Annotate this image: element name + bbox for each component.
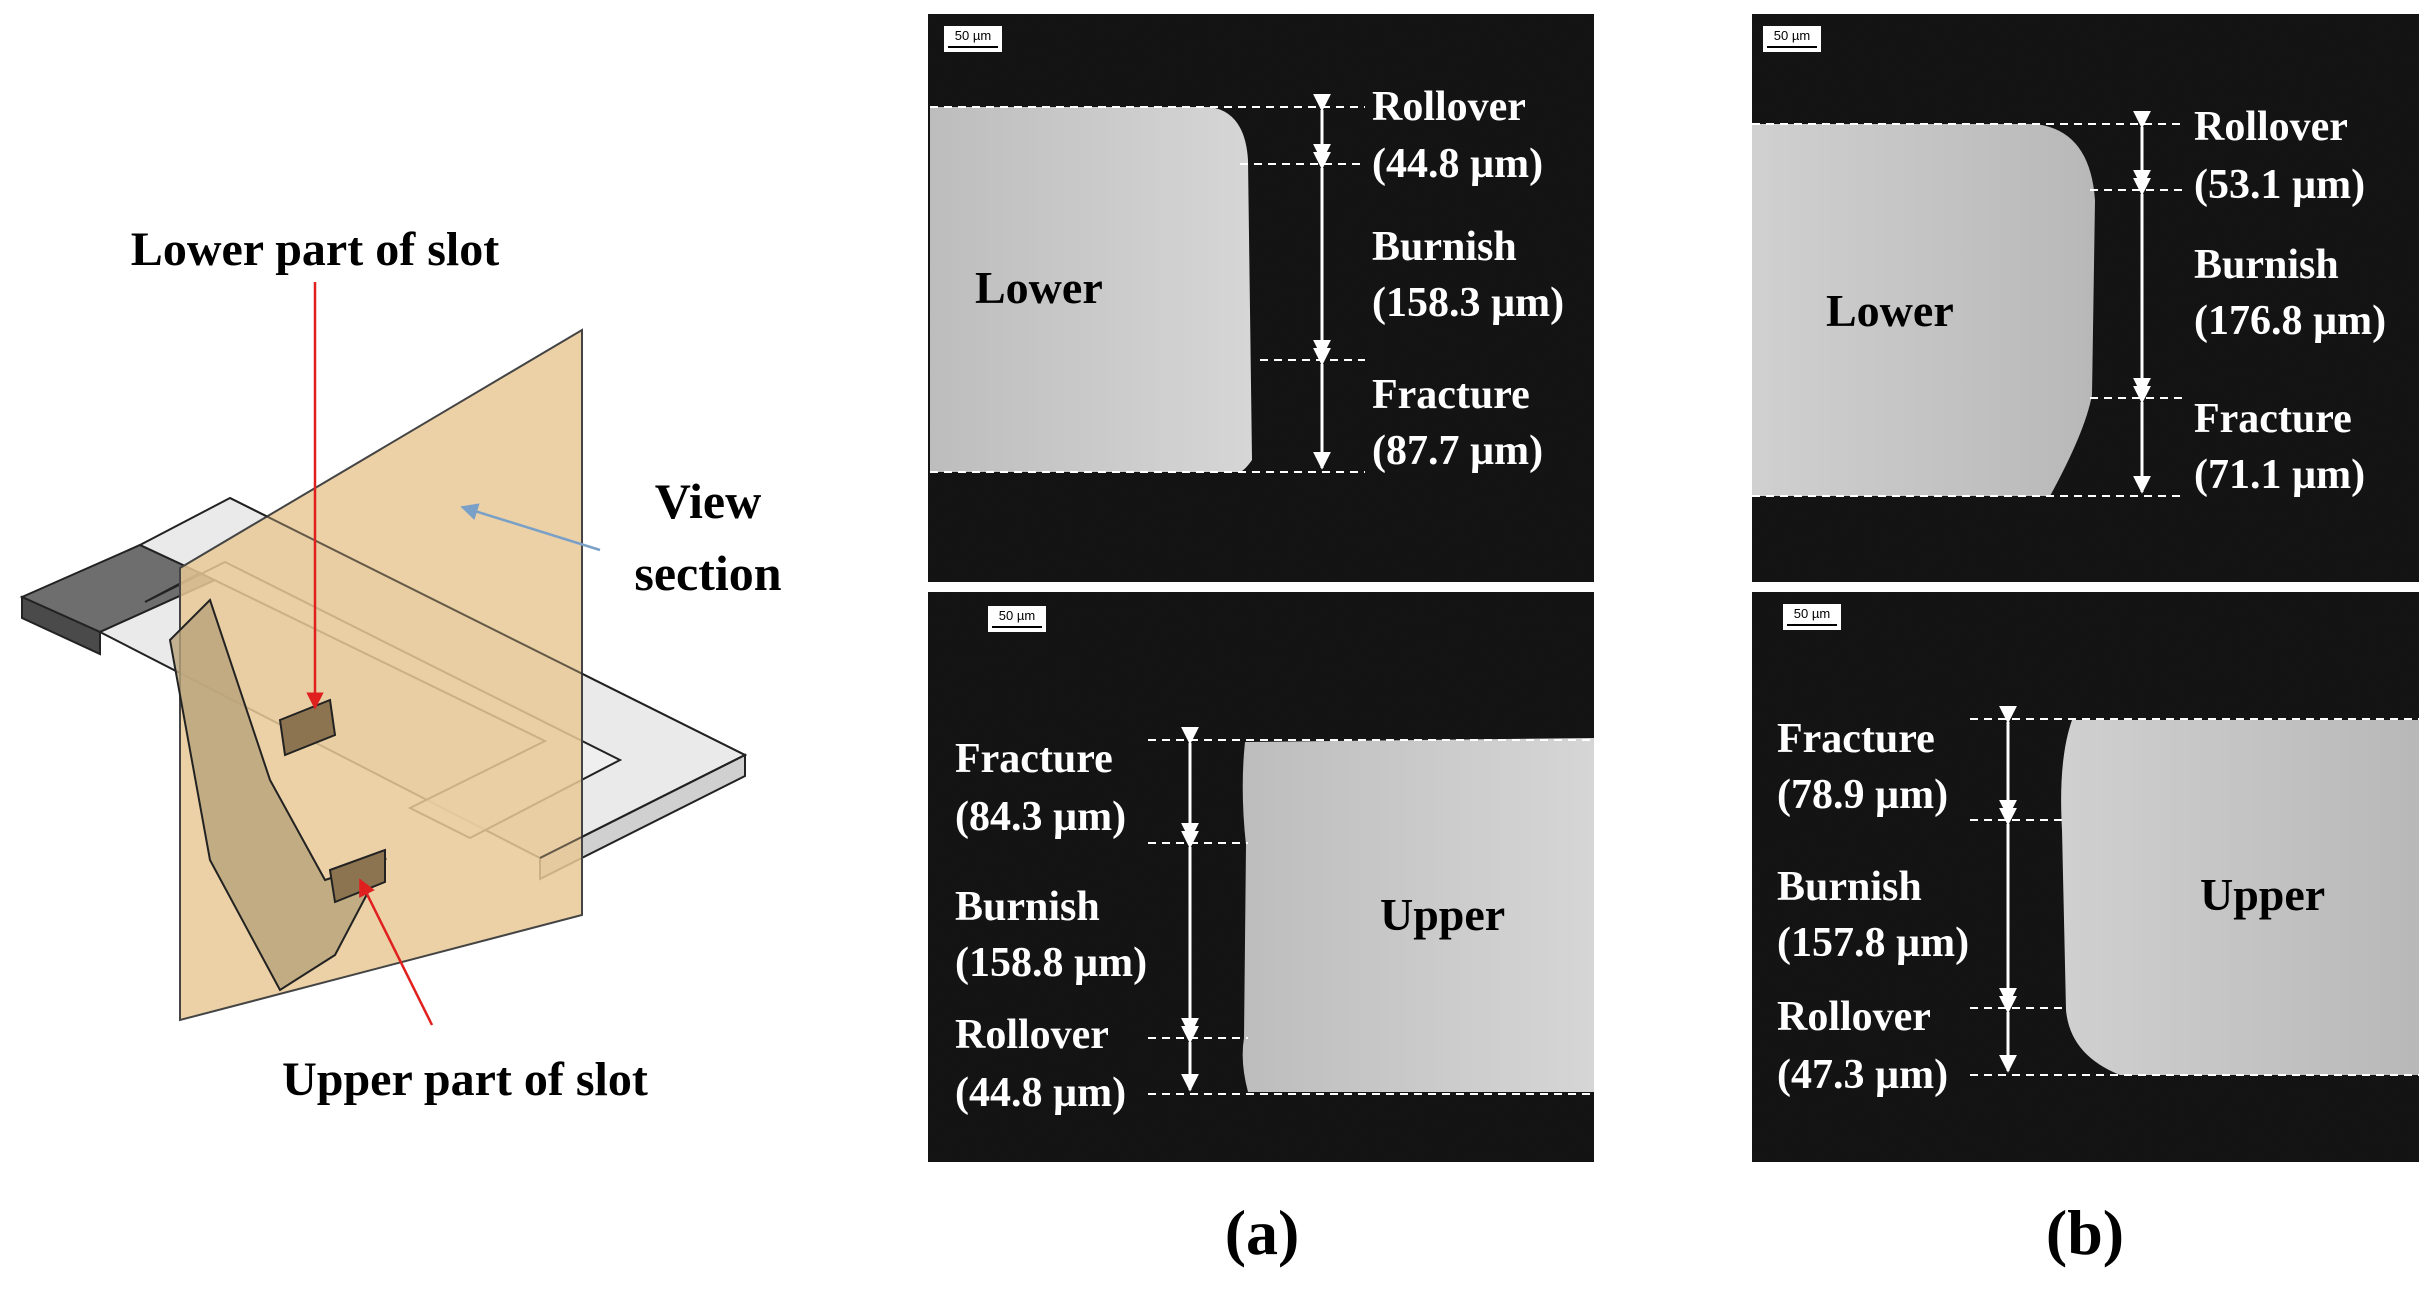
sample-tag: Lower	[1826, 285, 1954, 336]
zone-name: Rollover	[1777, 994, 1931, 1040]
upper-slot-block	[328, 848, 386, 904]
scale-bar-label: 50 µm	[1794, 606, 1830, 621]
view-section-label-2: section	[634, 545, 781, 601]
zone-name: Fracture	[2194, 396, 2352, 442]
upper-part-label: Upper part of slot	[282, 1053, 648, 1106]
zone-value: (44.8 µm)	[1372, 141, 1543, 187]
zone-value: (176.8 µm)	[2194, 298, 2386, 344]
zone-value: (78.9 µm)	[1777, 772, 1948, 818]
zone-name: Burnish	[1372, 224, 1517, 270]
panel-a-lower: 50 µm Lower Rollover (44.8 µm) Burnish (…	[928, 14, 1594, 582]
plate-outline	[229, 497, 748, 859]
sample-tag: Upper	[2200, 869, 2325, 920]
zone-name: Burnish	[2194, 242, 2339, 288]
panel-b-upper: 50 µm Upper Fracture (78.9 µm) Burnish (…	[1752, 592, 2419, 1162]
lower-part-label: Lower part of slot	[131, 223, 499, 276]
zone-value: (157.8 µm)	[1777, 920, 1969, 966]
metal-sample	[2061, 720, 2419, 1075]
caption-b: (b)	[2046, 1197, 2124, 1268]
zone-name: Rollover	[955, 1012, 1109, 1058]
scale-bar-label: 50 µm	[999, 608, 1035, 623]
zone-value: (158.8 µm)	[955, 940, 1147, 986]
panel-b-lower: 50 µm Lower Rollover (53.1 µm) Burnish (…	[1752, 14, 2419, 582]
zone-name: Fracture	[1372, 372, 1530, 418]
caption-a: (a)	[1225, 1197, 1300, 1268]
sample-tag: Lower	[975, 262, 1103, 313]
zone-value: (47.3 µm)	[1777, 1052, 1948, 1098]
boundary-lines	[1970, 718, 2419, 1076]
zone-name: Rollover	[2194, 104, 2348, 150]
upper-part-arrow	[358, 878, 434, 1026]
zone-value: (84.3 µm)	[955, 794, 1126, 840]
zone-value: (158.3 µm)	[1372, 280, 1564, 326]
metal-sample	[1752, 124, 2095, 496]
slot-schematic: Lower part of slot Upper part of slot Vi…	[19, 223, 782, 1106]
panel-a-upper: 50 µm Upper Fracture (84.3 µm) Burnish (…	[928, 592, 1594, 1162]
zone-name: Burnish	[955, 884, 1100, 930]
zone-value: (87.7 µm)	[1372, 428, 1543, 474]
zone-name: Rollover	[1372, 84, 1526, 130]
zone-value: (44.8 µm)	[955, 1070, 1126, 1116]
metal-sample	[930, 107, 1252, 472]
view-section-label-1: View	[655, 473, 761, 529]
zone-name: Burnish	[1777, 864, 1922, 910]
zone-value: (71.1 µm)	[2194, 452, 2365, 498]
scale-bar-label: 50 µm	[1774, 28, 1810, 43]
zone-name: Fracture	[1777, 716, 1935, 762]
view-section-arrow	[460, 503, 601, 552]
boundary-lines	[930, 106, 1365, 473]
sample-tag: Upper	[1380, 889, 1505, 940]
scale-bar-label: 50 µm	[955, 28, 991, 43]
dark-tab-edge	[21, 595, 101, 656]
zone-name: Fracture	[955, 736, 1113, 782]
zone-value: (53.1 µm)	[2194, 162, 2365, 208]
metal-sample	[1242, 738, 1594, 1092]
